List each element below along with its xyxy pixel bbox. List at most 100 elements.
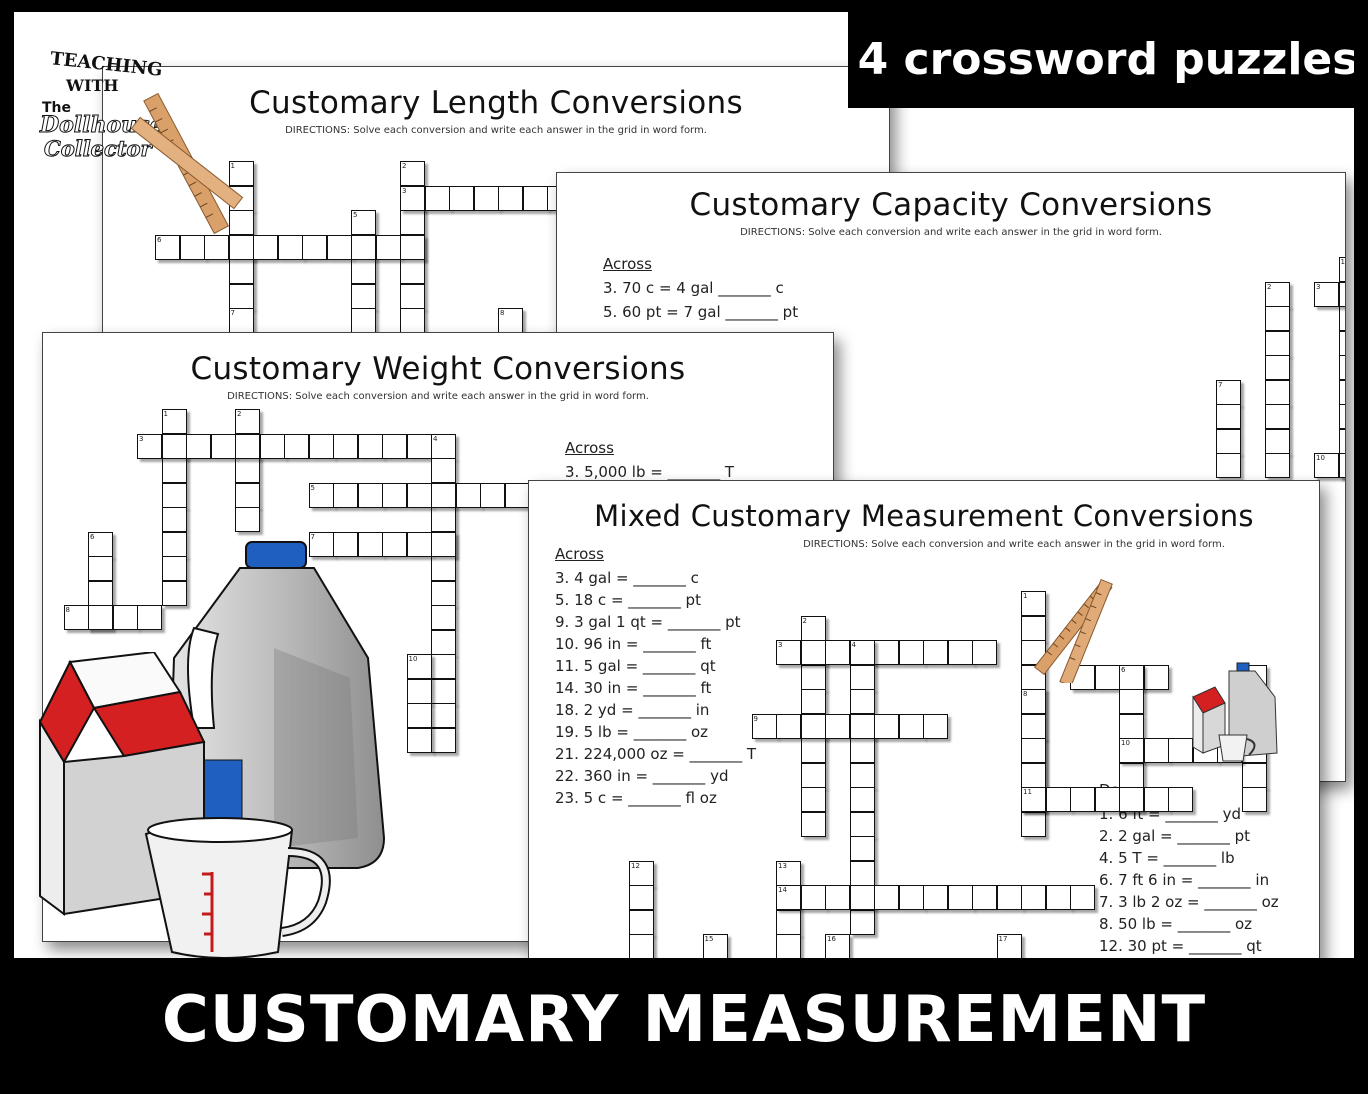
clue-item: 3. 5,000 lb = _______ T [565, 463, 735, 481]
grid-cell: 3 [776, 640, 801, 665]
grid-cell [161, 580, 187, 606]
grid-cell: 17 [996, 934, 1022, 958]
grid-cell [898, 885, 924, 910]
grid-cell [1168, 787, 1193, 812]
grid-cell [1265, 453, 1290, 478]
grid-cell [302, 234, 327, 260]
grid-cell [431, 507, 456, 532]
clue-item: 22. 360 in = _______ yd [555, 767, 729, 785]
grid-cell [874, 713, 899, 739]
clue-item: 4. 5 T = _______ lb [1099, 849, 1235, 867]
grid-cell: 10 [1119, 738, 1144, 763]
grid-cell [406, 703, 432, 728]
grid-cell [400, 210, 425, 235]
grid-cell [1143, 787, 1169, 812]
grid-cell [800, 664, 826, 690]
grid-cell [849, 664, 875, 690]
grid-cell [400, 259, 425, 284]
grid-cell [776, 934, 801, 958]
grid-cell [161, 482, 187, 508]
grid-cell [874, 885, 899, 910]
sheet-directions: DIRECTIONS: Solve each conversion and wr… [227, 391, 649, 402]
grid-cell [137, 605, 162, 630]
ruler-icon [130, 92, 244, 235]
grid-cell: 3 [137, 433, 162, 459]
grid-cell [161, 458, 187, 483]
grid-cell [923, 713, 948, 739]
grid-cell [1338, 404, 1345, 429]
grid-cell [776, 909, 801, 935]
clue-item: 3. 4 gal = _______ c [555, 569, 699, 587]
grid-cell [1094, 787, 1120, 812]
grid-cell [947, 885, 973, 910]
grid-cell: 16 [825, 934, 850, 958]
grid-cell [431, 482, 456, 508]
grid-cell [235, 482, 260, 508]
grid-cell: 1 [1021, 591, 1046, 616]
mixed-sheet: Mixed Customary Measurement Conversions … [528, 480, 1320, 958]
sheet-directions: DIRECTIONS: Solve each conversion and wr… [803, 539, 1225, 550]
grid-cell: 7 [228, 308, 254, 333]
grid-cell [480, 482, 505, 508]
grid-cell [1265, 330, 1290, 356]
grid-cell [874, 640, 899, 665]
grid-cell [161, 433, 187, 459]
grid-cell [1045, 885, 1071, 910]
across-heading: Across [555, 545, 604, 563]
clue-item: 7. 3 lb 2 oz = _______ oz [1099, 893, 1279, 911]
grid-cell: 15 [702, 934, 728, 958]
grid-cell [629, 909, 654, 935]
logo-text: The [42, 100, 72, 116]
clue-item: 18. 2 yd = _______ in [555, 701, 710, 719]
grid-cell [259, 433, 285, 459]
grid-cell [849, 713, 875, 739]
grid-cell: 12 [629, 860, 654, 886]
grid-cell [825, 640, 850, 665]
grid-cell [1265, 355, 1290, 380]
grid-cell: 6 [1119, 664, 1144, 690]
grid-cell [849, 811, 875, 837]
grid-cell [357, 482, 383, 508]
grid-cell [849, 885, 875, 910]
grid-cell: 2 [235, 409, 260, 434]
grid-cell [308, 433, 334, 459]
grid-cell [800, 762, 826, 788]
sheet-title: Customary Weight Conversions [190, 351, 686, 387]
grid-cell [284, 433, 309, 459]
grid-cell [1338, 379, 1345, 405]
grid-cell [431, 531, 456, 557]
grid-cell [923, 885, 948, 910]
grid-cell [825, 885, 850, 910]
grid-cell [1119, 787, 1144, 812]
grid-cell [406, 727, 432, 753]
grid-cell [400, 308, 425, 333]
grid-cell [849, 762, 875, 788]
grid-cell [431, 605, 456, 630]
sheet-title: Mixed Customary Measurement Conversions [594, 499, 1254, 533]
grid-cell [228, 234, 254, 260]
grid-cell [898, 713, 924, 739]
grid-cell [333, 433, 358, 459]
grid-cell [849, 738, 875, 763]
grid-cell [1021, 762, 1046, 788]
grid-cell [161, 507, 187, 532]
grid-cell [1265, 379, 1290, 405]
grid-cell [947, 640, 973, 665]
grid-cell [1241, 787, 1267, 812]
grid-cell [1265, 428, 1290, 454]
grid-cell [1045, 787, 1071, 812]
grid-cell: 10 [1314, 453, 1339, 478]
grid-cell [1021, 615, 1046, 641]
grid-cell [357, 531, 383, 557]
grid-cell [204, 234, 229, 260]
grid-cell: 1 [161, 409, 187, 434]
clue-item: 8. 50 lb = _______ oz [1099, 915, 1253, 933]
grid-cell [800, 640, 826, 665]
grid-cell [406, 433, 432, 459]
clue-item: 11. 5 gal = _______ qt [555, 657, 716, 675]
sheet-title: Customary Capacity Conversions [689, 187, 1213, 223]
grid-cell: 2 [800, 615, 826, 641]
grid-cell [1216, 404, 1241, 429]
grid-cell [849, 860, 875, 886]
grid-cell: 7 [1216, 379, 1241, 405]
